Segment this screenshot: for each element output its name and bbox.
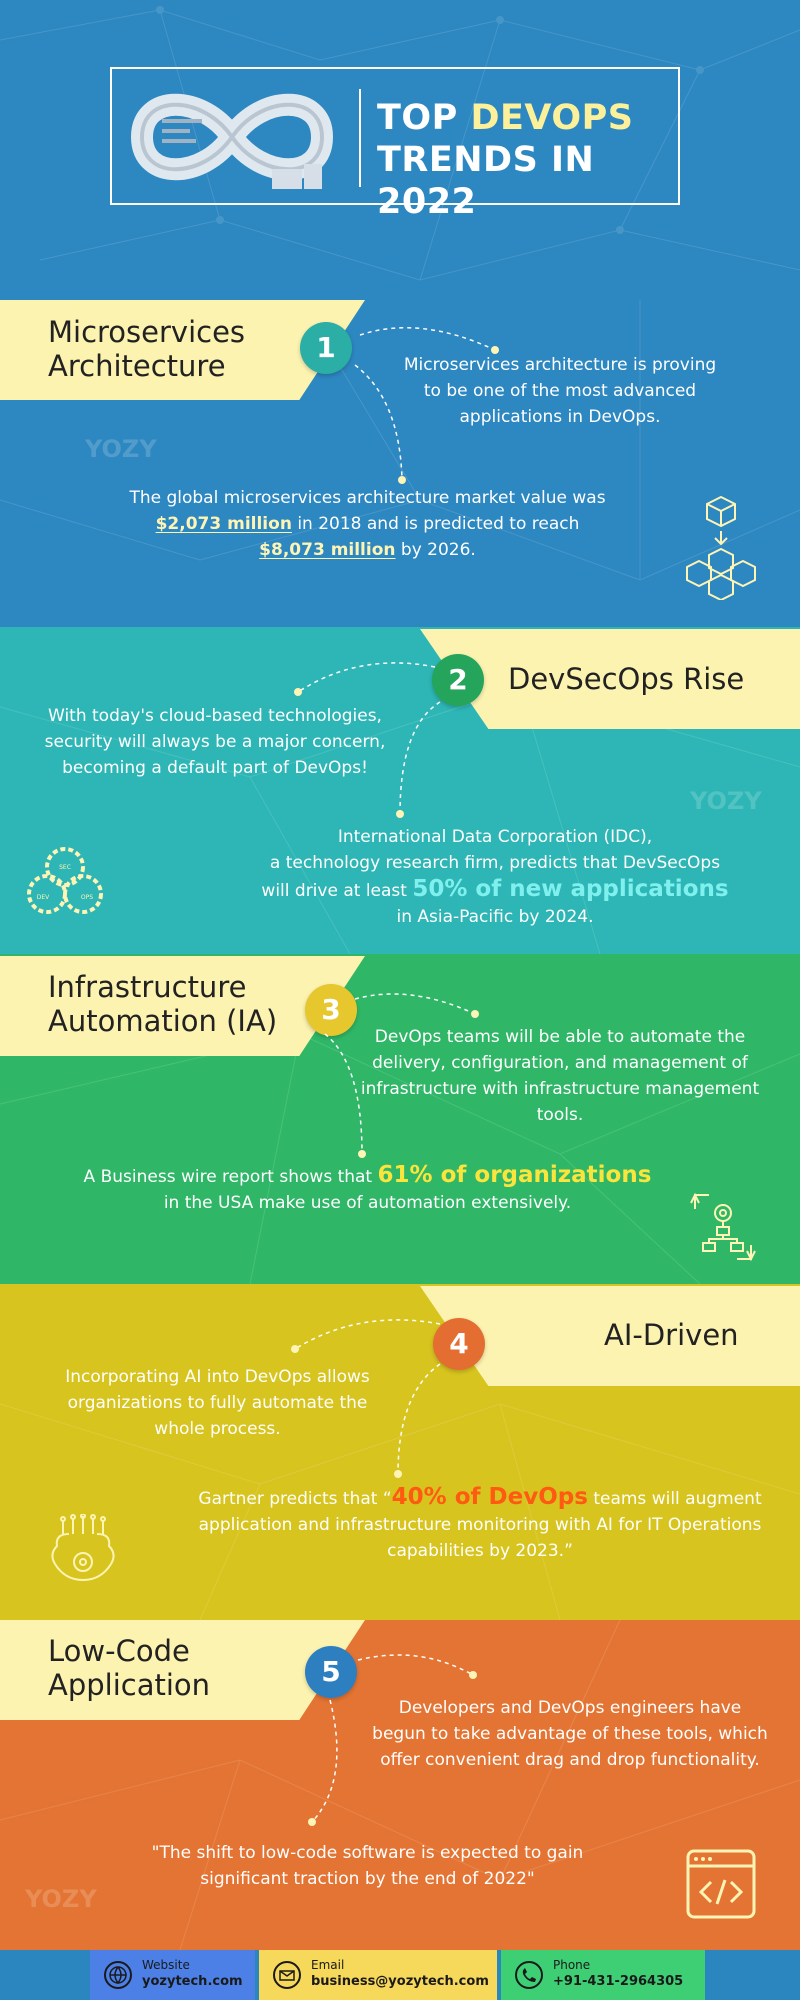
automation-icon <box>690 1192 756 1262</box>
trend-4-point: Incorporating AI into DevOps allows orga… <box>65 1367 370 1439</box>
footer-phone[interactable]: Phone +91-431-2964305 <box>501 1950 705 2000</box>
gear-label-ops: OPS <box>81 894 93 901</box>
page-title: TOP DEVOPS TRENDS IN 2022 <box>377 98 634 222</box>
trend-3-stat: A Business wire report shows that 61% of… <box>83 1162 652 1213</box>
network-background <box>0 6 800 281</box>
globe-icon <box>104 1961 132 1989</box>
trend-2-number-badge: 2 <box>432 654 484 706</box>
website-label: Website <box>142 1958 190 1972</box>
header-divider <box>359 89 361 187</box>
gear-label-sec: SEC <box>59 864 71 871</box>
connector-lines <box>308 1654 477 1826</box>
trend-3-point: DevOps teams will be able to automate th… <box>360 1027 760 1125</box>
header-section: TOP DEVOPS TRENDS IN 2022 <box>0 0 800 300</box>
devops-infinity-logo <box>130 93 334 189</box>
trend-4-stat: Gartner predicts that “40% of DevOps tea… <box>198 1484 762 1561</box>
connector-lines <box>294 662 441 818</box>
phone-icon <box>515 1961 543 1989</box>
stat-highlight: 40% of DevOps <box>391 1484 588 1510</box>
stat-value-2018: $2,073 million <box>155 514 292 534</box>
trend-2-stat: International Data Corporation (IDC), a … <box>261 827 729 927</box>
watermark: YOZY <box>25 1885 97 1913</box>
trend-5-stat: "The shift to low-code software is expec… <box>151 1843 584 1889</box>
trend-4-section: AI-Driven 4 Incorporating AI into DevOps… <box>0 1284 800 1620</box>
code-window-icon <box>686 1849 756 1919</box>
cubes-icon <box>686 495 756 600</box>
ai-brain-icon <box>51 1514 115 1582</box>
stat-highlight: 61% of organizations <box>377 1162 652 1188</box>
footer-website[interactable]: Website yozytech.com <box>90 1950 255 2000</box>
connector-lines <box>291 1319 441 1478</box>
network-background <box>0 1033 800 1284</box>
trend-5-number-badge: 5 <box>305 1646 357 1698</box>
email-label: Email <box>311 1958 345 1972</box>
trend-2-title: DevSecOps Rise <box>508 662 745 696</box>
trend-5-point: Developers and DevOps engineers have beg… <box>372 1698 768 1770</box>
trend-1-point: Microservices architecture is proving to… <box>403 355 717 427</box>
network-background <box>0 1620 800 1950</box>
gear-label-dev: DEV <box>37 894 50 901</box>
trend-1-stat: The global microservices architecture ma… <box>129 488 606 560</box>
network-background <box>0 1403 800 1620</box>
email-icon <box>273 1961 301 1989</box>
stat-value-2026: $8,073 million <box>259 540 396 560</box>
connector-lines <box>354 327 499 484</box>
trend-1-number-badge: 1 <box>300 322 352 374</box>
watermark: YOZY <box>85 435 157 463</box>
phone-label: Phone <box>553 1958 591 1972</box>
watermark: YOZY <box>690 787 762 815</box>
website-link[interactable]: yozytech.com <box>142 1974 243 1989</box>
footer-email[interactable]: Email business@yozytech.com <box>259 1950 497 2000</box>
trend-2-point: With today's cloud-based technologies, s… <box>44 706 386 778</box>
footer: Website yozytech.com Email business@yozy… <box>0 1950 800 2000</box>
trend-4-title: AI-Driven <box>604 1318 739 1352</box>
stat-highlight: 50% of new applications <box>412 876 729 902</box>
phone-link[interactable]: +91-431-2964305 <box>553 1974 684 1989</box>
email-link[interactable]: business@yozytech.com <box>311 1974 489 1989</box>
trend-3-number-badge: 3 <box>305 984 357 1036</box>
connector-lines <box>324 993 479 1158</box>
trend-2-section: YOZY DevSecOps Rise 2 With today's cloud… <box>0 627 800 954</box>
header-frame: TOP DEVOPS TRENDS IN 2022 <box>110 67 680 222</box>
gears-icon: SEC DEV OPS <box>27 847 103 914</box>
trend-4-number-badge: 4 <box>433 1318 485 1370</box>
